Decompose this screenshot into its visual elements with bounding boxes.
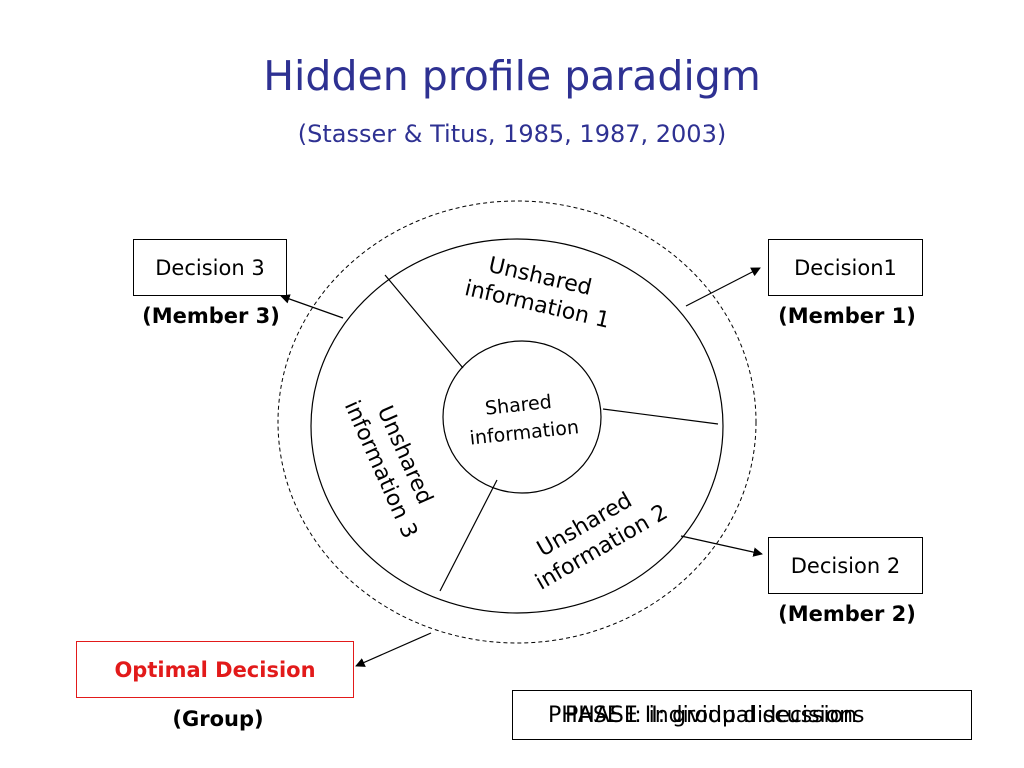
group-boundary-circle: [277, 200, 757, 644]
decision-2-label: Decision 2: [790, 553, 901, 578]
slide-title: Hidden profile paradigm: [263, 52, 761, 100]
phase-1-text: PHASE I: individual decisions: [548, 703, 865, 728]
information-circle: [310, 238, 724, 614]
decision-3-box: Decision 3: [133, 239, 287, 296]
arrow-to-optimal-decision: [355, 632, 432, 667]
group-label: (Group): [172, 707, 264, 731]
divider-line-1: [384, 274, 464, 369]
divider-line-2: [602, 408, 719, 425]
arrow-to-decision-2: [680, 535, 763, 557]
member-1-label: (Member 1): [778, 304, 916, 328]
unshared-information-1-label: Unshared information 1: [462, 249, 618, 334]
optimal-decision-label: Optimal Decision: [114, 657, 316, 682]
divider-line-3: [439, 479, 498, 592]
unshared-information-3-label: Unshared information 3: [339, 386, 448, 543]
slide-subtitle: (Stasser & Titus, 1985, 1987, 2003): [297, 120, 727, 148]
optimal-decision-box: Optimal Decision: [76, 641, 354, 698]
decision-3-label: Decision 3: [155, 255, 265, 280]
decision-1-box: Decision1: [768, 239, 923, 296]
shared-information-circle: [442, 340, 602, 494]
phase-2-text: PHASE II: group discussion: [565, 703, 858, 728]
decision-1-label: Decision1: [794, 255, 897, 280]
phase-box: PHASE I: individual decisions PHASE II: …: [512, 690, 972, 740]
member-2-label: (Member 2): [778, 602, 916, 626]
decision-2-box: Decision 2: [768, 537, 923, 594]
member-3-label: (Member 3): [142, 304, 280, 328]
arrow-to-decision-3: [280, 294, 344, 319]
unshared-information-2-label: Unshared information 2: [517, 476, 672, 596]
arrow-to-decision-1: [685, 267, 761, 307]
